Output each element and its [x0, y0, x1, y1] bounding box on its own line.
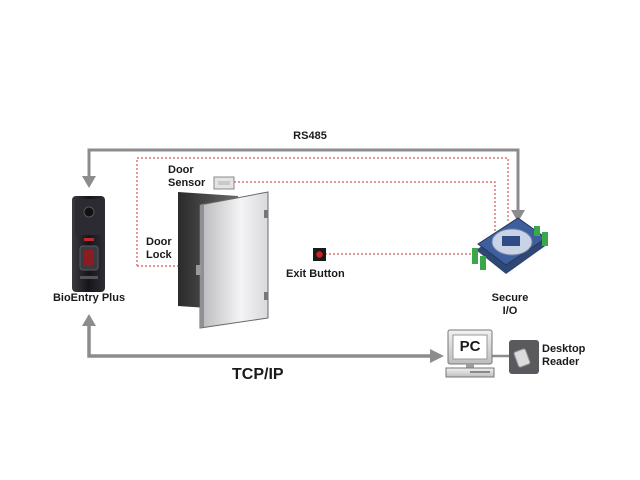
desktop-reader-icon — [509, 340, 539, 374]
door-wiring — [136, 157, 509, 267]
rs485-arrowhead-secure-io — [511, 210, 525, 222]
tcpip-label: TCP/IP — [232, 366, 284, 383]
tcpip-arrowhead-bioentry — [82, 314, 96, 326]
exit-button-icon — [313, 248, 326, 261]
bioentry-plus-device — [72, 196, 105, 292]
tcpip-connector — [87, 322, 510, 358]
rs485-label: RS485 — [293, 130, 327, 142]
tcpip-arrowhead-pc — [430, 349, 444, 363]
door-lock-label: Door Lock — [146, 236, 172, 261]
door-sensor-label: Door Sensor — [168, 164, 206, 189]
rs485-arrowhead-bioentry — [82, 176, 96, 188]
pc-label: PC — [459, 338, 481, 355]
door-sensor-icon — [213, 176, 235, 190]
desktop-reader-label: Desktop Reader — [542, 343, 586, 368]
bioentry-plus-label: BioEntry Plus — [52, 292, 126, 304]
pc-icon — [445, 329, 495, 378]
secure-io-label: Secure I/O — [491, 292, 529, 317]
exit-button-label: Exit Button — [286, 268, 345, 280]
rs485-connector — [87, 148, 520, 212]
door-icon — [178, 191, 269, 329]
secure-io-board-icon — [472, 217, 548, 274]
